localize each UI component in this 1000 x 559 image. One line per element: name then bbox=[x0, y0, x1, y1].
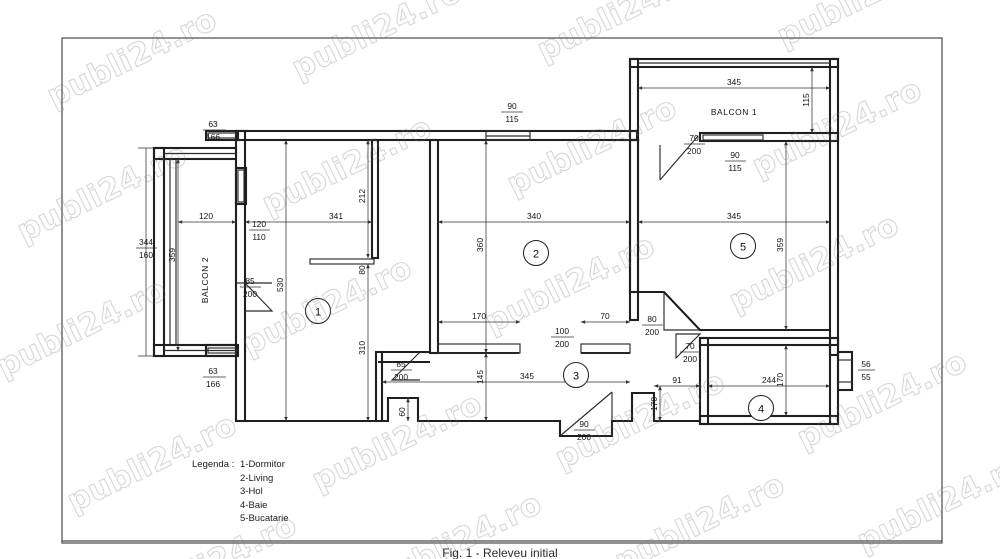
dim-room2-width: 340 bbox=[527, 211, 541, 221]
legend-item: 4-Baie bbox=[240, 499, 268, 511]
room-marker-3: 3 bbox=[563, 362, 589, 388]
dim-balcon1-345: 345 bbox=[727, 77, 741, 87]
dim-70-200-bath: 70 200 bbox=[680, 341, 701, 364]
dim-value-bottom: 166 bbox=[206, 379, 220, 389]
dim-room1-310: 310 bbox=[357, 341, 367, 355]
dim-85-200-mid: 85 200 bbox=[391, 359, 412, 382]
living-top-window bbox=[485, 130, 531, 141]
dim-balcon1-115: 115 bbox=[801, 93, 811, 107]
room-marker-4: 4 bbox=[748, 395, 774, 421]
dim-room4-170-h: 170 bbox=[649, 397, 659, 411]
legend-item: 2-Living bbox=[240, 472, 274, 484]
dim-value-top: 85 bbox=[245, 276, 255, 286]
dim-hol-145: 145 bbox=[475, 370, 485, 384]
dim-value-bottom: 115 bbox=[728, 163, 742, 173]
dim-room4-91: 91 bbox=[672, 375, 682, 385]
balcon-2-label: BALCON 2 bbox=[200, 257, 210, 303]
dim-value-bottom: 55 bbox=[861, 372, 871, 382]
dim-value-bottom: 160 bbox=[139, 250, 153, 260]
dim-56-55: 56 55 bbox=[858, 359, 875, 382]
dim-room1-width: 341 bbox=[329, 211, 343, 221]
legend-item: 1-Dormitor bbox=[240, 459, 285, 470]
dim-value-bottom: 110 bbox=[252, 232, 266, 242]
dimension-lines bbox=[138, 66, 831, 422]
dim-value-top: 63 bbox=[208, 119, 218, 129]
room-marker-5: 5 bbox=[730, 233, 756, 259]
dim-85-200-left: 85 200 bbox=[240, 276, 261, 299]
dim-value-bottom: 200 bbox=[555, 339, 569, 349]
dim-room1-212: 212 bbox=[357, 189, 367, 203]
room-number: 1 bbox=[315, 307, 321, 319]
dim-344-160: 344 160 bbox=[136, 237, 157, 260]
dim-hol-70: 70 bbox=[600, 311, 610, 321]
room-number: 4 bbox=[758, 404, 764, 416]
dim-room5-depth: 359 bbox=[775, 238, 785, 252]
dim-value-top: 90 bbox=[730, 150, 740, 160]
dim-120-110: 120 110 bbox=[249, 219, 270, 242]
dim-90-115-top: 90 115 bbox=[501, 101, 523, 124]
dim-value-bottom: 200 bbox=[687, 146, 701, 156]
dim-value-top: 344 bbox=[139, 237, 153, 247]
room-marker-1: 1 bbox=[305, 298, 331, 324]
dim-value-top: 70 bbox=[689, 133, 699, 143]
dim-value-bottom: 115 bbox=[505, 114, 519, 124]
dim-value-bottom: 200 bbox=[683, 354, 697, 364]
dim-value-top: 100 bbox=[555, 326, 569, 336]
dim-value-top: 63 bbox=[208, 366, 218, 376]
dim-63-166-top: 63 166 bbox=[203, 119, 226, 142]
dim-63-166-bottom: 63 166 bbox=[203, 366, 226, 389]
dim-hol-345: 345 bbox=[520, 371, 534, 381]
dim-value-top: 56 bbox=[861, 359, 871, 369]
dim-value-bottom: 200 bbox=[645, 327, 659, 337]
dim-room1-door-60: 60 bbox=[397, 407, 407, 417]
dim-value-bottom: 200 bbox=[243, 289, 257, 299]
dim-value-top: 120 bbox=[252, 219, 266, 229]
dim-value-bottom: 200 bbox=[394, 372, 408, 382]
legend-item: 3-Hol bbox=[240, 486, 263, 497]
dim-70-200-balcon: 70 200 bbox=[684, 133, 705, 156]
dim-90-115-right: 90 115 bbox=[725, 150, 746, 173]
dim-room1-depth: 530 bbox=[275, 278, 285, 292]
dim-room4-170-v: 170 bbox=[775, 373, 785, 387]
legend: Legenda : 1-Dormitor 2-Living 3-Hol 4-Ba… bbox=[192, 458, 289, 524]
legend-title: Legenda : bbox=[192, 459, 235, 470]
room-number: 5 bbox=[740, 242, 746, 254]
dim-balcon2-width: 120 bbox=[199, 211, 213, 221]
dim-value-top: 90 bbox=[579, 419, 589, 429]
dim-room4-244: 244 bbox=[762, 375, 776, 385]
dim-80-200: 80 200 bbox=[642, 314, 663, 337]
dim-90-200: 90 200 bbox=[574, 419, 595, 442]
left-window-band bbox=[204, 129, 248, 358]
dim-value-top: 85 bbox=[396, 359, 406, 369]
dim-balcon2-depth: 359 bbox=[167, 248, 177, 262]
dim-value-top: 70 bbox=[685, 341, 695, 351]
room-marker-2: 2 bbox=[523, 240, 549, 266]
room-number: 2 bbox=[533, 249, 539, 261]
legend-item: 5-Bucatarie bbox=[240, 513, 289, 524]
figure-caption: Fig. 1 - Releveu initial bbox=[442, 546, 558, 559]
dim-100-200: 100 200 bbox=[551, 326, 574, 349]
dim-room1-door-80: 80 bbox=[357, 265, 367, 275]
dim-hol-170: 170 bbox=[472, 311, 486, 321]
balcon-1-label: BALCON 1 bbox=[711, 107, 757, 117]
dim-room2-depth: 360 bbox=[475, 238, 485, 252]
room-number: 3 bbox=[573, 371, 579, 383]
apartment-outline bbox=[234, 57, 854, 438]
dim-value-bottom: 200 bbox=[577, 432, 591, 442]
legend-item-list: 1-Dormitor 2-Living 3-Hol 4-Baie 5-Bucat… bbox=[240, 458, 289, 526]
dim-room5-width: 345 bbox=[727, 211, 741, 221]
dim-value-top: 80 bbox=[647, 314, 657, 324]
dim-value-top: 90 bbox=[507, 101, 517, 111]
dim-value-bottom: 166 bbox=[206, 132, 220, 142]
balcon2-door-swing bbox=[236, 282, 274, 312]
